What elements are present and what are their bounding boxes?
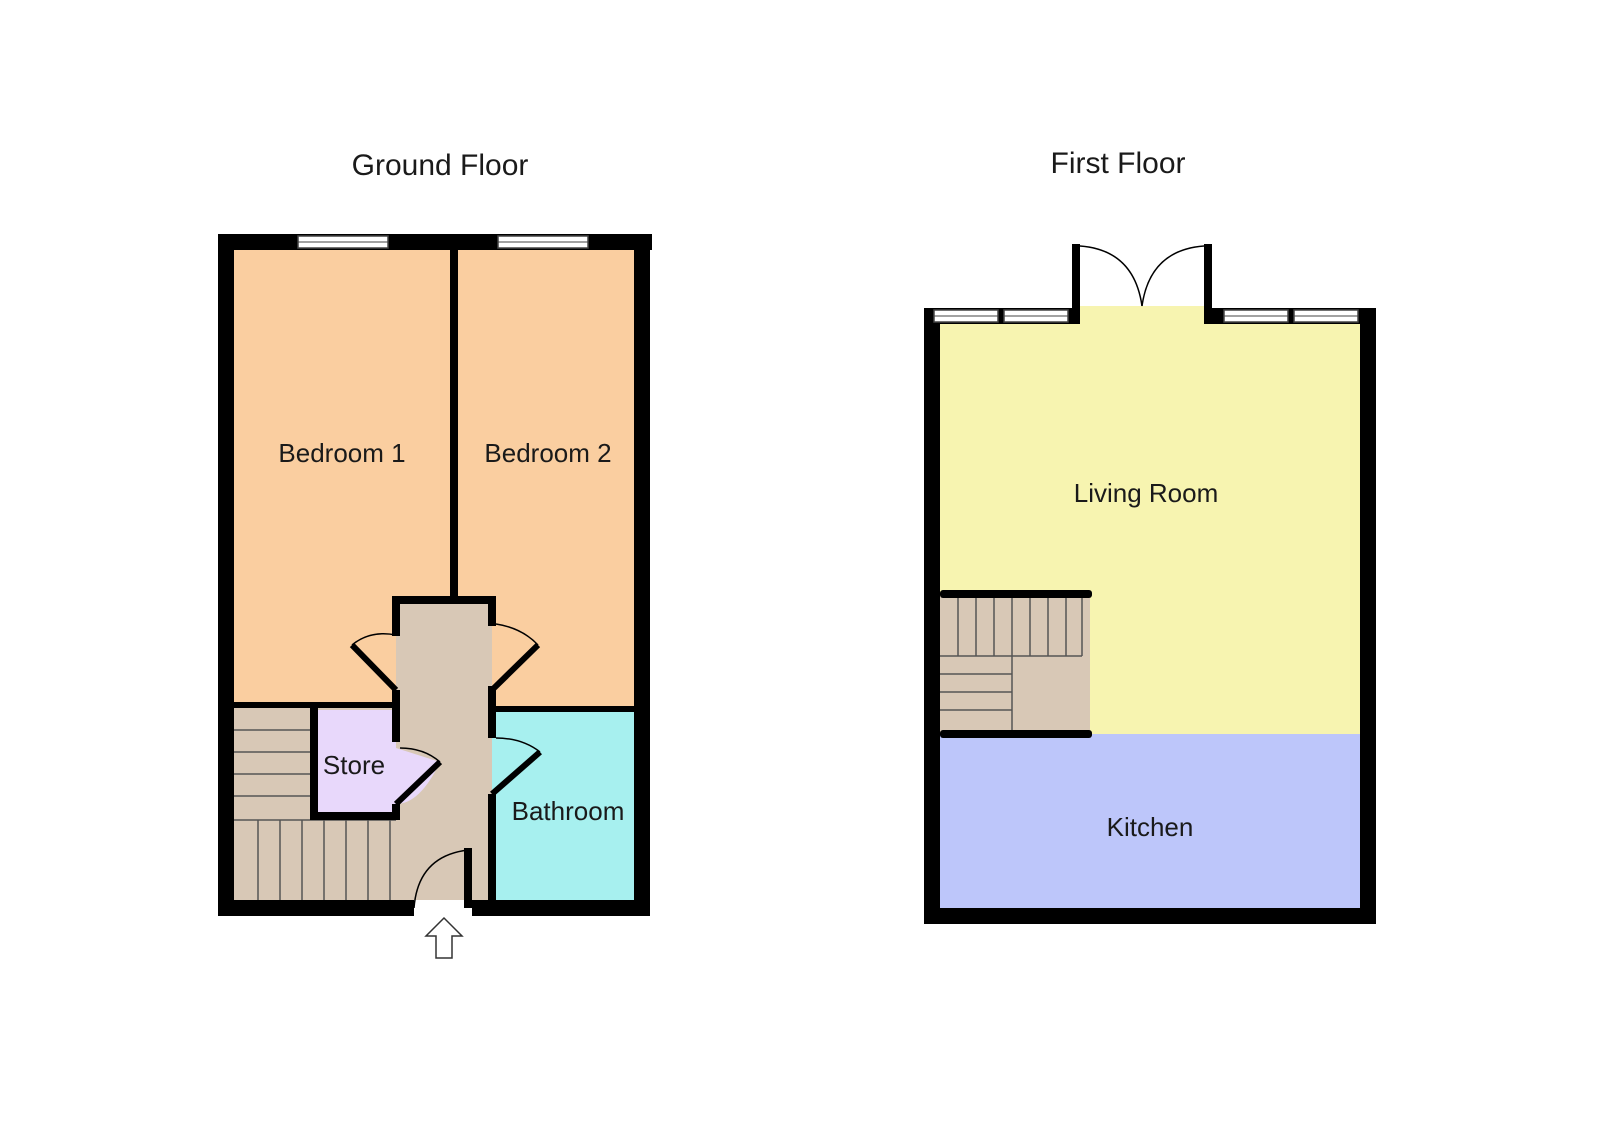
gf-wall-hall-right-upper	[488, 596, 496, 626]
store-door[interactable]	[393, 759, 443, 807]
kitchen-area[interactable]	[940, 734, 1360, 908]
ff-wall-bottom	[924, 908, 1376, 924]
bedroom-2-label: Bedroom 2	[484, 438, 611, 468]
gf-wall-bedroom1-bottom	[234, 702, 396, 708]
gf-wall-hall-left-lower	[392, 804, 400, 820]
ff-bay-wall-left	[1072, 244, 1080, 324]
gf-wall-bottom-left	[218, 900, 414, 916]
ff-bay-wall-right	[1204, 244, 1212, 324]
ground-stairs	[234, 729, 396, 900]
ff-stair-wall-top	[940, 590, 1092, 598]
gf-wall-bottom-right	[472, 900, 650, 916]
gf-wall-hall-right-mid	[488, 686, 496, 738]
bathroom-label: Bathroom	[512, 796, 625, 826]
ff-stair-wall-bottom	[940, 730, 1092, 738]
gf-wall-hall-top	[392, 596, 496, 604]
kitchen-label: Kitchen	[1107, 812, 1194, 842]
gf-wall-hall-right-lower	[488, 794, 496, 900]
living-room-label: Living Room	[1074, 478, 1219, 508]
entrance-arrow-icon	[424, 916, 464, 959]
gf-wall-bedroom2-bottom	[492, 706, 634, 712]
first-floor-title: First Floor	[1051, 147, 1186, 180]
bedroom-1-door[interactable]	[349, 642, 399, 693]
gf-wall-left	[218, 234, 234, 916]
gf-entrance-jamb	[464, 848, 472, 908]
french-door-right[interactable]	[1141, 245, 1205, 307]
gf-wall-hall-left-upper	[392, 596, 400, 636]
gf-wall-between-bedrooms	[450, 250, 458, 600]
french-door-left[interactable]	[1079, 245, 1143, 307]
bedroom-2-door[interactable]	[489, 642, 541, 693]
store-label: Store	[323, 750, 385, 780]
gf-wall-store-bottom	[310, 812, 396, 820]
bedroom-1-label: Bedroom 1	[278, 438, 405, 468]
ground-floor-title: Ground Floor	[352, 149, 529, 182]
gf-wall-hall-left-mid	[392, 690, 400, 742]
bedroom-2-door-leaf	[492, 624, 538, 690]
gf-wall-right	[634, 234, 650, 916]
first-stairs-area	[940, 596, 1090, 734]
store-area[interactable]	[314, 710, 396, 816]
gf-wall-store-left	[310, 706, 318, 820]
hallway-area[interactable]	[396, 604, 492, 900]
bathroom-area[interactable]	[492, 710, 634, 900]
living-room-bay	[1080, 306, 1204, 328]
first-floor: First Floor	[924, 147, 1376, 924]
first-stairs	[940, 598, 1083, 732]
bathroom-door[interactable]	[490, 749, 542, 797]
ff-wall-right	[1360, 308, 1376, 922]
ground-floor: Ground Floor	[218, 149, 652, 959]
ff-wall-left	[924, 308, 940, 922]
entrance-door-swing	[413, 849, 469, 909]
